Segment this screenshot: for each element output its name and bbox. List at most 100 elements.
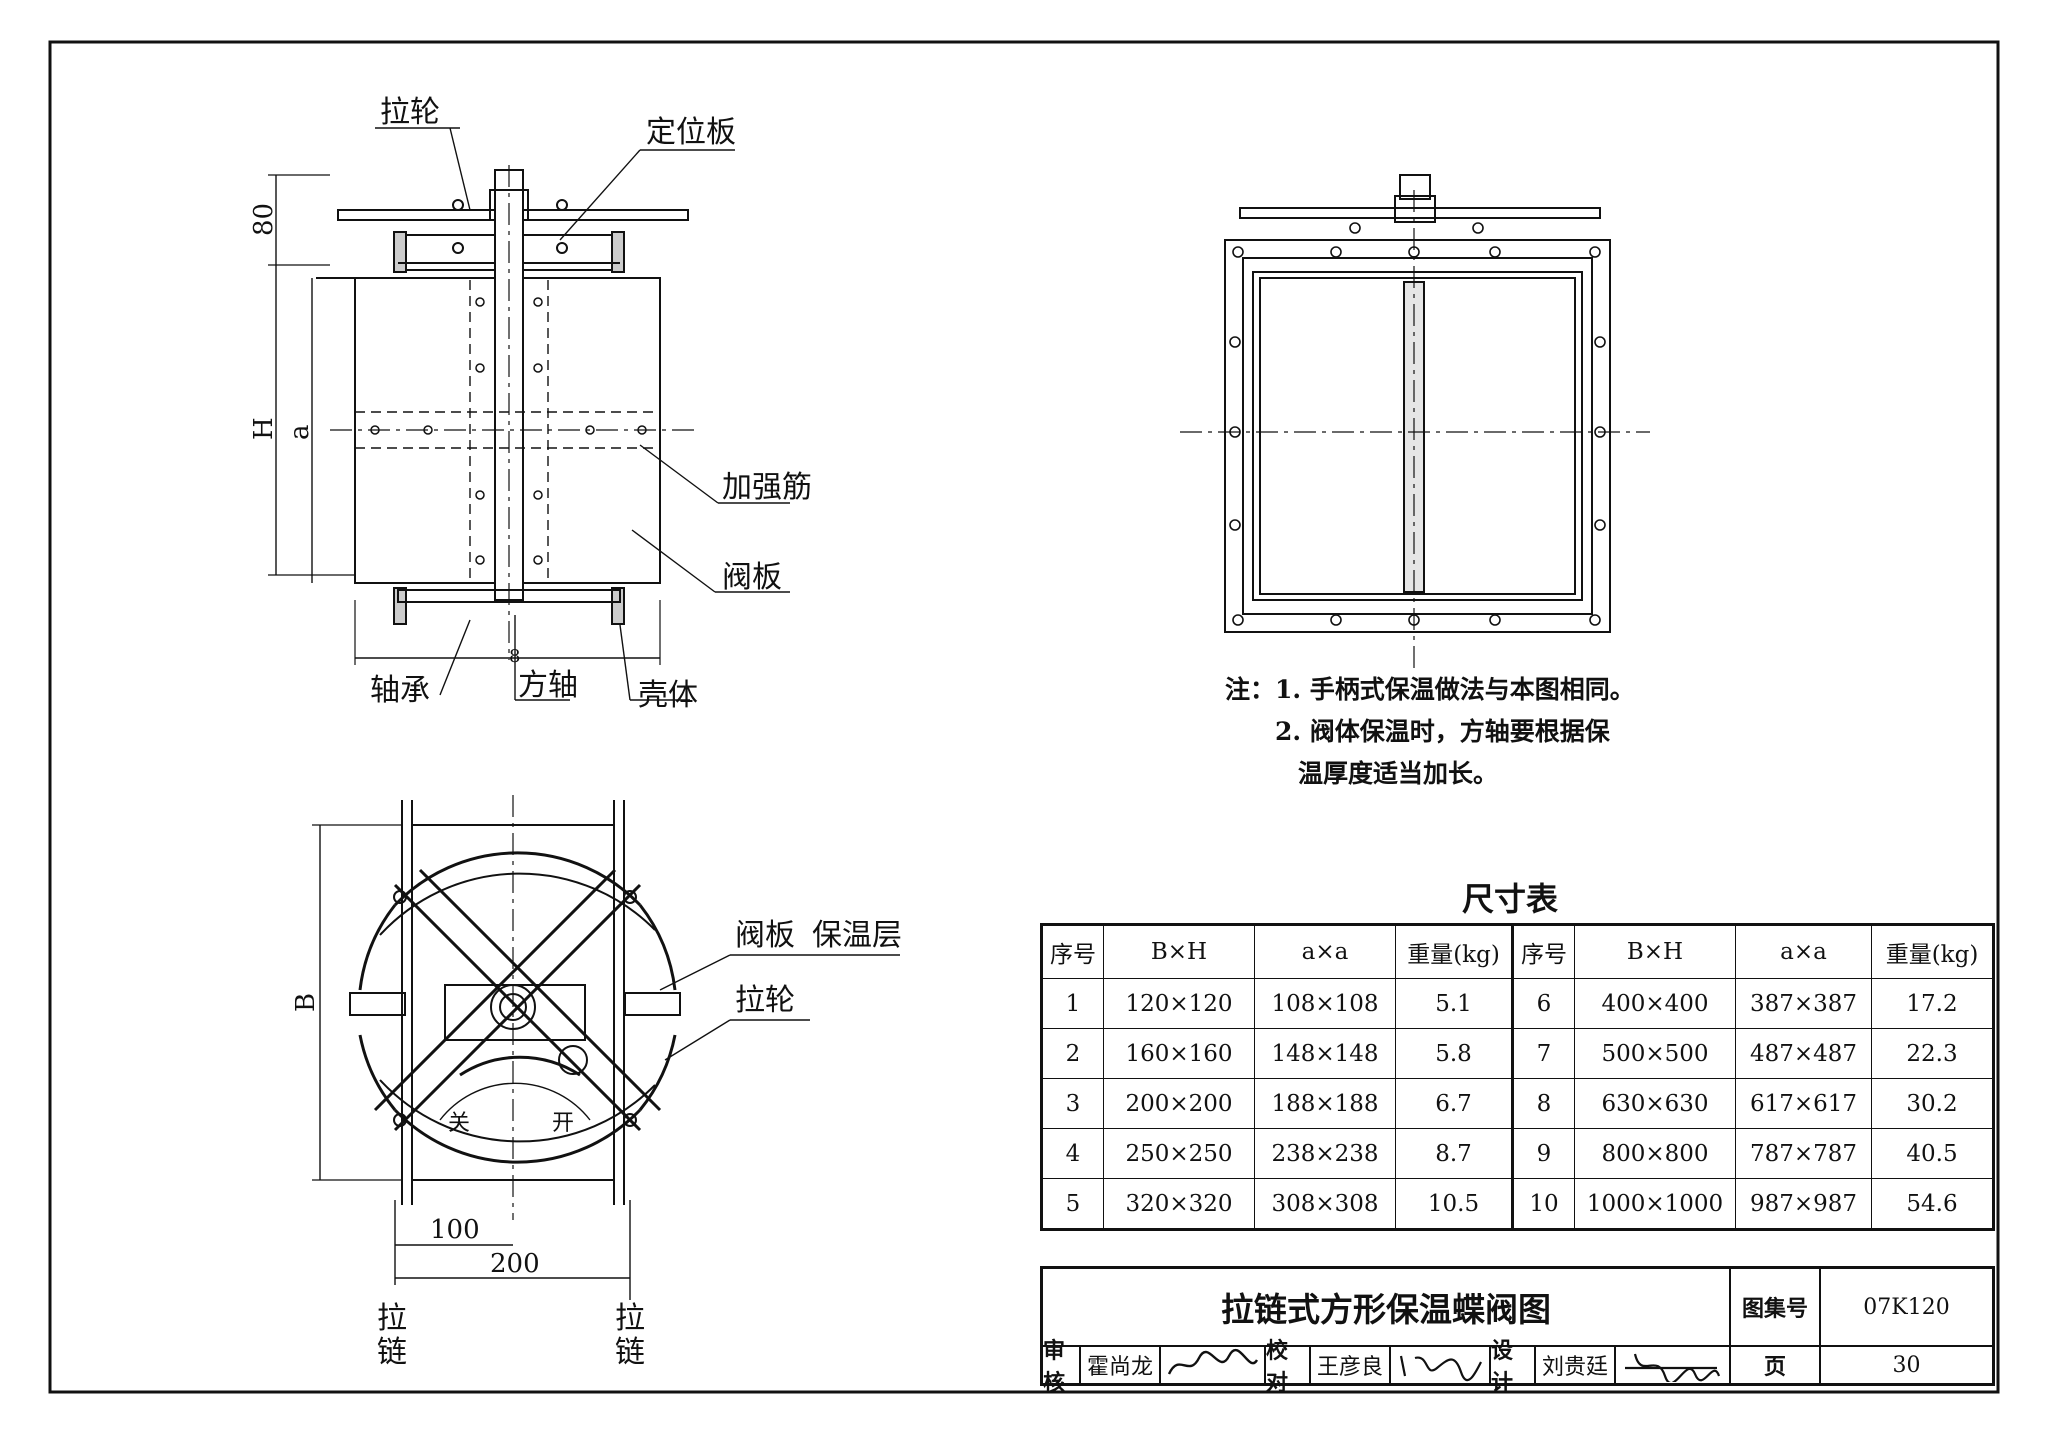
cell: 7: [1511, 1028, 1575, 1079]
cell: 387×387: [1735, 978, 1872, 1029]
page-label: 页: [1730, 1346, 1820, 1386]
side-view: [1180, 174, 1650, 670]
cell: 987×987: [1735, 1178, 1872, 1230]
cell: 617×617: [1735, 1078, 1872, 1129]
cell: 308×308: [1254, 1178, 1396, 1230]
cell: 1000×1000: [1574, 1178, 1736, 1230]
dim-80: 80: [249, 203, 279, 236]
cell: 400×400: [1574, 978, 1736, 1029]
front-view: [268, 127, 790, 701]
dim-100: 100: [430, 1215, 480, 1245]
pull-wheel-label-2: 拉轮: [735, 983, 795, 1018]
cell: 188×188: [1254, 1078, 1396, 1129]
dim-B: B: [291, 993, 321, 1012]
notes: 注： 1. 手柄式保温做法与本图相同。 2. 阀体保温时，方轴要根据保 温厚度适…: [1225, 675, 1635, 788]
cell: 160×160: [1103, 1028, 1255, 1079]
square-shaft-label: 方轴: [518, 668, 578, 703]
header-bh-2: B×H: [1574, 924, 1736, 979]
valve-plate-label: 阀板: [722, 560, 782, 595]
header-weight-1: 重量(kg): [1395, 924, 1513, 979]
dim-H: H: [249, 417, 279, 440]
designer-signature: [1615, 1346, 1730, 1386]
pull-wheel-label: 拉轮: [380, 95, 440, 130]
title-block: 拉链式方形保温蝶阀图 图集号 07K120 审核 霍尚龙 校对 王彦良 设计 刘…: [1040, 1266, 1995, 1396]
dim-a: a: [285, 424, 315, 440]
open-label: 开: [552, 1111, 574, 1136]
note-line-1: 1. 手柄式保温做法与本图相同。: [1275, 675, 1635, 704]
size-table-header-row: 序号 B×H a×a 重量(kg) 序号 B×H a×a 重量(kg): [1041, 924, 1994, 979]
designer-name: 刘贵廷: [1535, 1346, 1615, 1386]
cell: 148×148: [1254, 1028, 1396, 1079]
dim-8: 8: [509, 646, 520, 667]
header-aa-2: a×a: [1735, 924, 1872, 979]
cell: 6.7: [1395, 1078, 1513, 1129]
close-label: 关: [448, 1111, 470, 1136]
cell: 4: [1041, 1128, 1104, 1179]
cell: 9: [1511, 1128, 1575, 1179]
cell: 630×630: [1574, 1078, 1736, 1129]
size-table-title: 尺寸表: [1461, 880, 1558, 918]
drawing-frame: [48, 40, 2000, 1394]
cell: 30.2: [1871, 1078, 1994, 1129]
top-view: [312, 795, 900, 1300]
chain-left-label-2: 链: [377, 1335, 407, 1370]
cell: 320×320: [1103, 1178, 1255, 1230]
bearing-label: 轴承: [370, 673, 430, 708]
header-weight-2: 重量(kg): [1871, 924, 1994, 979]
cell: 5.1: [1395, 978, 1513, 1029]
chain-left-label-1: 拉: [377, 1301, 407, 1336]
shell-label: 壳体: [638, 678, 698, 713]
cell: 10.5: [1395, 1178, 1513, 1230]
cell: 5: [1041, 1178, 1104, 1230]
checker-name: 王彦良: [1310, 1346, 1390, 1386]
checker-signature: [1390, 1346, 1490, 1386]
cell: 17.2: [1871, 978, 1994, 1029]
cell: 120×120: [1103, 978, 1255, 1029]
review-label: 审核: [1040, 1338, 1080, 1396]
checker-signature-icon: [1399, 1355, 1482, 1382]
stiffener-label: 加强筋: [722, 470, 812, 505]
cell: 2: [1041, 1028, 1104, 1079]
cell: 3: [1041, 1078, 1104, 1129]
drawing-title: 拉链式方形保温蝶阀图: [1040, 1266, 1730, 1346]
cell: 5.8: [1395, 1028, 1513, 1079]
cell: 250×250: [1103, 1128, 1255, 1179]
cell: 487×487: [1735, 1028, 1872, 1079]
reviewer-signature-icon: [1167, 1348, 1258, 1375]
atlas-label: 图集号: [1730, 1266, 1820, 1346]
cell: 500×500: [1574, 1028, 1736, 1079]
cell: 10: [1511, 1178, 1575, 1230]
insulation-layer-label: 保温层: [812, 918, 902, 953]
cell: 800×800: [1574, 1128, 1736, 1179]
header-no-2: 序号: [1511, 924, 1575, 979]
cell: 8: [1511, 1078, 1575, 1129]
cell: 8.7: [1395, 1128, 1513, 1179]
design-label: 设计: [1490, 1338, 1535, 1396]
check-label: 校对: [1265, 1338, 1310, 1396]
cell: 200×200: [1103, 1078, 1255, 1129]
chain-right-label-2: 链: [615, 1335, 645, 1370]
reviewer-signature: [1160, 1346, 1265, 1386]
cell: 108×108: [1254, 978, 1396, 1029]
positioning-plate-label: 定位板: [646, 115, 736, 150]
header-aa-1: a×a: [1254, 924, 1396, 979]
cell: 40.5: [1871, 1128, 1994, 1179]
cell: 22.3: [1871, 1028, 1994, 1079]
valve-plate-label-2: 阀板: [735, 918, 795, 953]
reviewer-name: 霍尚龙: [1080, 1346, 1160, 1386]
note-prefix: 注：: [1225, 675, 1275, 704]
chain-right-label-1: 拉: [615, 1301, 645, 1336]
cell: 238×238: [1254, 1128, 1396, 1179]
header-no-1: 序号: [1041, 924, 1104, 979]
atlas-number: 07K120: [1820, 1266, 1995, 1346]
cell: 787×787: [1735, 1128, 1872, 1179]
cell: 6: [1511, 978, 1575, 1029]
cell: 1: [1041, 978, 1104, 1029]
